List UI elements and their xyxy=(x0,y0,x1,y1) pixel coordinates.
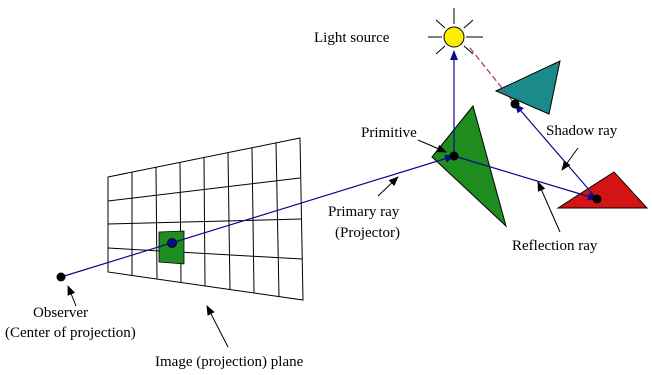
primary-ray-label-line2: (Projector) xyxy=(335,225,400,241)
primitive-label: Primitive xyxy=(361,125,417,141)
primitive-triangle xyxy=(431,104,507,228)
observer-label-line1: Observer xyxy=(33,305,88,321)
primary-ray xyxy=(60,154,455,278)
shadow-ray-label: Shadow ray xyxy=(546,123,618,139)
teal-object-hit-point xyxy=(510,99,520,109)
occluded-light-path xyxy=(469,47,515,104)
observer-leader-arrow xyxy=(67,285,77,307)
image-plane-leader-arrow xyxy=(206,305,229,348)
shadow-ray xyxy=(514,103,598,200)
reflection-ray-leader-arrow xyxy=(537,181,561,233)
image-plane-grid xyxy=(107,137,304,301)
reflection-ray xyxy=(453,155,598,201)
red-object xyxy=(556,171,649,209)
primary-ray-leader-arrow xyxy=(377,176,399,197)
pixel-intersection-point xyxy=(167,238,177,248)
reflection-ray-label: Reflection ray xyxy=(512,238,598,254)
observer-point xyxy=(56,272,66,282)
primitive-leader-arrow xyxy=(417,139,447,153)
image-plane-label: Image (projection) plane xyxy=(155,354,304,370)
primitive-hit-point xyxy=(449,151,459,161)
image-plane-outline xyxy=(107,137,304,301)
light-source-label: Light source xyxy=(314,30,390,46)
primary-ray-label-line1: Primary ray xyxy=(328,204,400,220)
light-source-icon xyxy=(428,8,483,55)
observer-label-line2: (Center of projection) xyxy=(5,325,136,341)
teal-object xyxy=(494,60,561,115)
red-object-hit-point xyxy=(592,194,602,204)
shadow-ray-leader-arrow xyxy=(561,147,579,171)
